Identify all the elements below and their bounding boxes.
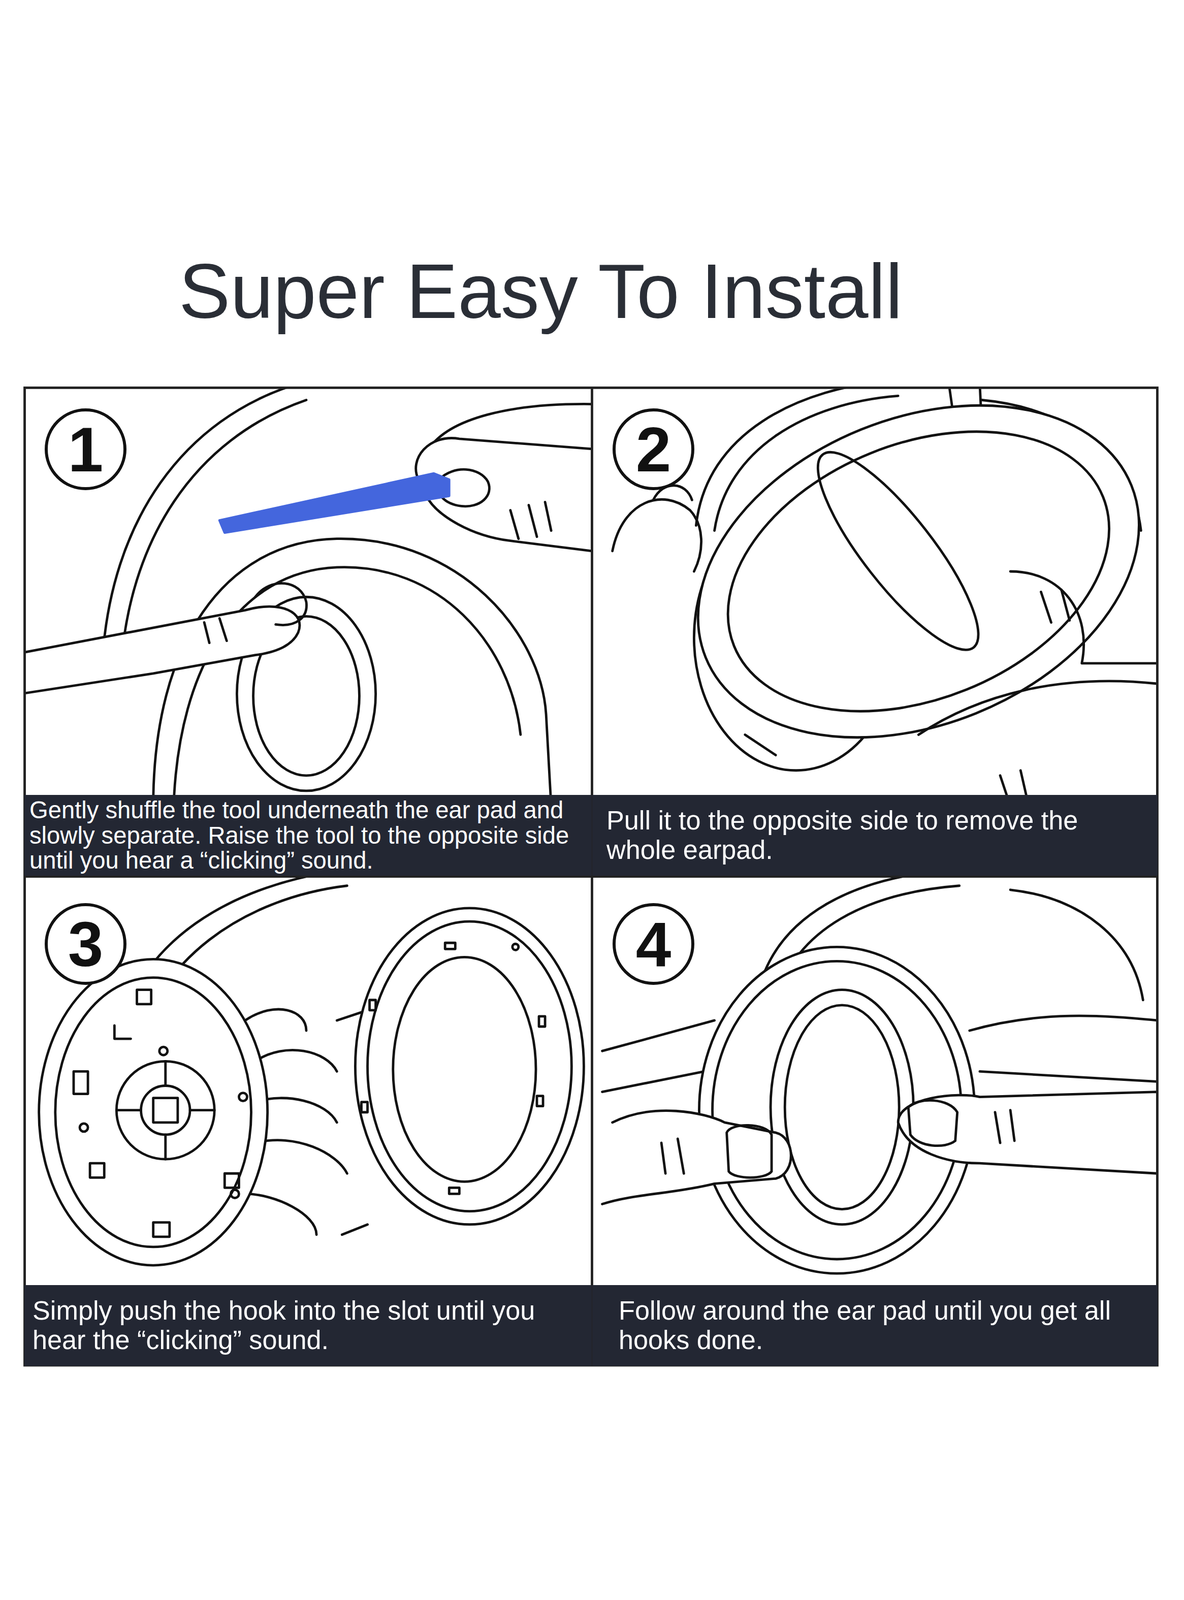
caption-band: Follow around the ear pad until you get … xyxy=(592,1285,1158,1366)
caption-text: Gently shuffle the tool underneath the e… xyxy=(29,797,584,874)
step-number-circle: 2 xyxy=(612,408,695,491)
step-number: 1 xyxy=(68,417,104,482)
step-number-circle: 3 xyxy=(44,903,127,985)
caption-band: Simply push the hook into the slot until… xyxy=(24,1285,592,1366)
caption-band: Pull it to the opposite side to remove t… xyxy=(592,794,1158,876)
panel-three-drawing xyxy=(39,877,585,1266)
title: Super Easy To Install xyxy=(178,252,903,330)
step-number: 2 xyxy=(635,417,672,482)
panel-one-drawing xyxy=(24,387,593,796)
panel-frame xyxy=(24,387,1158,1366)
step-number: 3 xyxy=(68,912,104,976)
panel-two-drawing xyxy=(612,387,1158,796)
caption-band: Gently shuffle the tool underneath the e… xyxy=(24,794,592,876)
step-number: 4 xyxy=(635,912,672,976)
panel-four-drawing xyxy=(602,877,1158,1274)
step-number-circle: 4 xyxy=(612,903,695,985)
caption-text: Follow around the ear pad until you get … xyxy=(618,1296,1150,1355)
caption-text: Pull it to the opposite side to remove t… xyxy=(606,806,1150,865)
caption-text: Simply push the hook into the slot until… xyxy=(32,1296,584,1355)
step-number-circle: 1 xyxy=(44,408,127,491)
